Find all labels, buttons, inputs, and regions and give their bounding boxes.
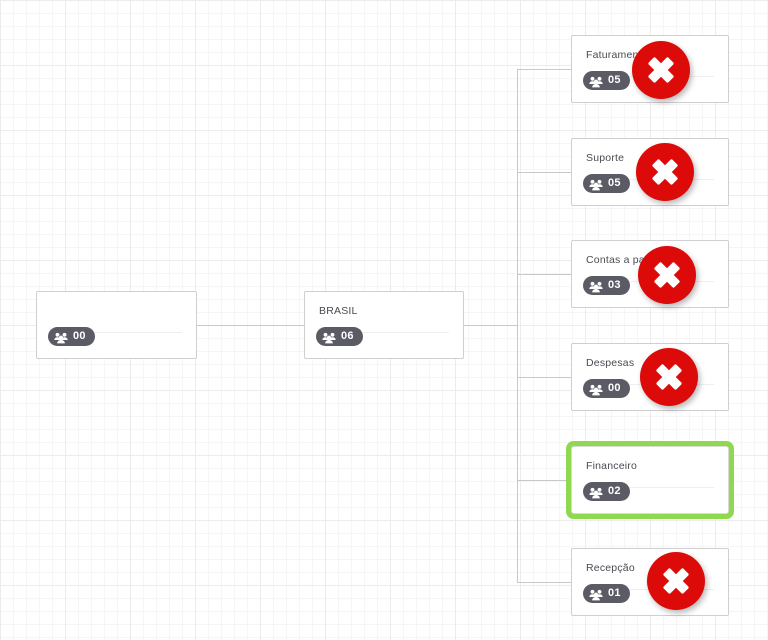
connector-root-to-brasil [197,325,304,326]
member-count-badge[interactable]: 03 [583,276,630,295]
connector-branch-contas-a-pagar [517,274,571,275]
org-node-brasil[interactable]: BRASIL 06 [304,291,464,359]
member-count-value: 00 [73,330,86,342]
people-group-icon [54,331,68,344]
member-count-badge[interactable]: 05 [583,71,630,90]
member-count-badge[interactable]: 05 [583,174,630,193]
member-count-value: 00 [608,382,621,394]
member-count-badge[interactable]: 00 [583,379,630,398]
people-group-icon [589,588,603,601]
people-group-icon [589,178,603,191]
member-count-value: 01 [608,587,621,599]
connector-trunk-vertical [517,69,518,582]
node-divider [586,487,714,488]
org-node-title: Financeiro [586,460,638,472]
error-x-icon[interactable] [638,246,696,304]
org-node-title: Suporte [586,152,625,164]
people-group-icon [589,383,603,396]
people-group-icon [322,331,336,344]
member-count-badge[interactable]: 06 [316,327,363,346]
error-x-icon[interactable] [632,41,690,99]
org-node-root[interactable]: 00 [36,291,197,359]
org-node-title: Recepção [586,562,635,574]
people-group-icon [589,280,603,293]
error-x-icon[interactable] [636,143,694,201]
connector-branch-despesas [517,377,571,378]
member-count-value: 06 [341,330,354,342]
people-group-icon [589,75,603,88]
node-divider [51,332,182,333]
member-count-value: 03 [608,279,621,291]
connector-branch-faturamento [517,69,571,70]
connector-branch-recepcao [517,582,571,583]
error-x-icon[interactable] [640,348,698,406]
node-divider [319,332,449,333]
member-count-value: 05 [608,74,621,86]
org-node-title: BRASIL [319,305,358,317]
member-count-badge[interactable]: 02 [583,482,630,501]
member-count-value: 05 [608,177,621,189]
connector-branch-suporte [517,172,571,173]
org-node-title: Faturamento [586,49,648,61]
org-node-financeiro[interactable]: Financeiro 02 [571,446,729,514]
member-count-badge[interactable]: 00 [48,327,95,346]
connector-brasil-to-trunk [464,325,517,326]
error-x-icon[interactable] [647,552,705,610]
connector-branch-financeiro [517,480,571,481]
org-node-title: Despesas [586,357,635,369]
member-count-badge[interactable]: 01 [583,584,630,603]
people-group-icon [589,486,603,499]
member-count-value: 02 [608,485,621,497]
